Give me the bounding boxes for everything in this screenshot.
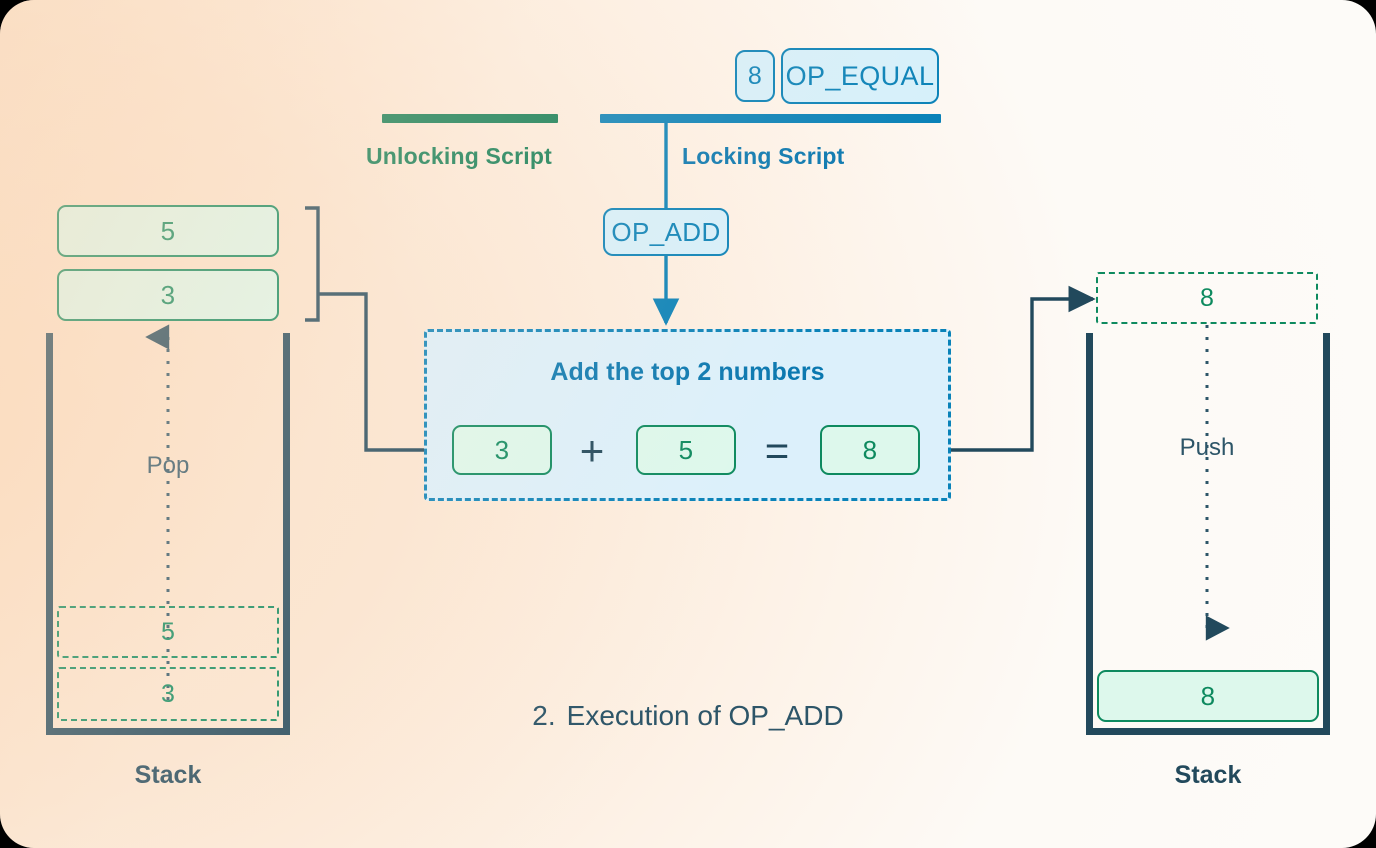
compute-operand-b: 5 — [636, 425, 736, 475]
compute-panel-title: Add the top 2 numbers — [550, 358, 825, 386]
left-stack-caption: Stack — [134, 761, 202, 789]
locking-token-op-equal[interactable]: OP_EQUAL — [781, 48, 939, 104]
plus-sign: + — [579, 427, 605, 474]
pop-bracket — [305, 206, 320, 322]
compute-panel: Add the top 2 numbers — [424, 329, 951, 501]
left-stack-pop-label: Pop — [146, 452, 190, 479]
compute-to-push-wire — [951, 285, 1096, 452]
step-caption: 2. Execution of OP_ADD — [0, 700, 1376, 732]
right-stack-item-8[interactable]: 8 — [1097, 670, 1319, 722]
compute-operand-a: 3 — [452, 425, 552, 475]
left-stack-ghost-5: 5 — [57, 606, 279, 658]
compute-result: 8 — [820, 425, 920, 475]
unlocking-script-label: Unlocking Script — [366, 143, 552, 169]
popped-item-3[interactable]: 3 — [57, 269, 279, 321]
left-stack-container — [46, 333, 290, 735]
popped-item-5[interactable]: 5 — [57, 205, 279, 257]
left-stack-ghost-3: 3 — [57, 667, 279, 721]
right-stack-caption: Stack — [1174, 761, 1242, 789]
active-opcode-op-add[interactable]: OP_ADD — [603, 208, 729, 256]
locking-script-label: Locking Script — [682, 143, 845, 169]
unlocking-script-bar — [382, 114, 558, 123]
step-title: Execution of OP_ADD — [566, 700, 844, 731]
right-stack-container — [1086, 333, 1330, 735]
equals-sign: = — [764, 427, 790, 474]
pop-to-compute-wire — [318, 292, 424, 452]
right-stack-incoming-8: 8 — [1096, 272, 1318, 324]
locking-token-8[interactable]: 8 — [735, 50, 775, 102]
step-number: 2. — [532, 700, 556, 731]
locking-script-bar — [600, 114, 941, 123]
right-stack-push-label: Push — [1179, 434, 1235, 461]
